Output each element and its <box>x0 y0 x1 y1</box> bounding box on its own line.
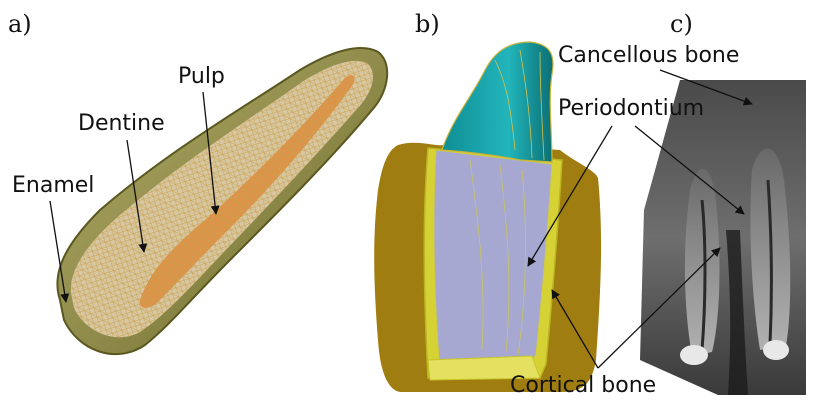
panel-a: a) Pulp Dentine Enamel <box>8 10 387 354</box>
crown <box>442 42 553 162</box>
xray-crown-left <box>680 345 708 365</box>
panel-a-letter: a) <box>8 10 32 38</box>
pulp-label: Pulp <box>178 64 225 89</box>
panel-c-letter: c) <box>670 10 693 38</box>
cortical-bone-label: Cortical bone <box>510 373 656 398</box>
fe-model <box>374 42 601 392</box>
enamel-label: Enamel <box>12 173 94 198</box>
tooth-mesh-model <box>57 48 387 354</box>
xray-image <box>640 80 806 395</box>
periodontium-label: Periodontium <box>558 96 704 121</box>
panel-b-letter: b) <box>415 10 440 38</box>
root-block <box>434 150 552 372</box>
xray-crown-right <box>763 340 789 360</box>
dentine-label: Dentine <box>78 111 165 136</box>
cancellous-bone-label: Cancellous bone <box>558 43 739 68</box>
